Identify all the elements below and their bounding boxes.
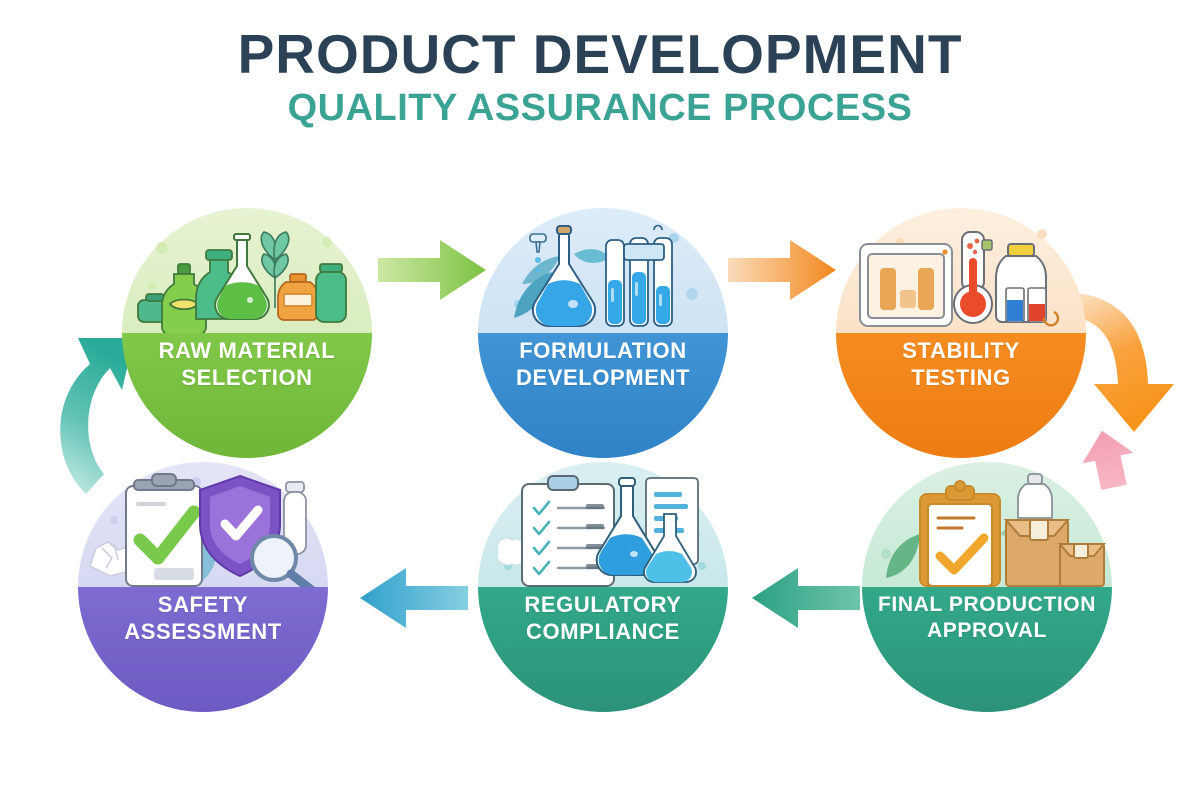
arrow-raw-to-formulation <box>378 234 490 306</box>
stage-stability-testing[interactable]: STABILITY TESTING <box>836 208 1086 458</box>
stage-band <box>478 333 728 458</box>
arrow-formulation-to-stability <box>728 234 840 306</box>
arrow-stability-to-final <box>1052 280 1200 440</box>
stage-regulatory-compliance[interactable]: REGULATORY COMPLIANCE <box>478 462 728 712</box>
stage-band <box>122 333 372 458</box>
stage-band <box>78 587 328 712</box>
stage-raw-material-selection[interactable]: RAW MATERIAL SELECTION <box>122 208 372 458</box>
stage-label: FORMULATION DEVELOPMENT <box>478 338 728 392</box>
stage-label-line1: STABILITY <box>902 338 1020 363</box>
stage-label-line1: RAW MATERIAL <box>158 338 336 363</box>
stage-label: RAW MATERIAL SELECTION <box>122 338 372 392</box>
stage-label-line2: TESTING <box>911 364 1011 390</box>
stage-label-line1: REGULATORY <box>524 592 682 617</box>
stage-final-production-approval[interactable]: FINAL PRODUCTION APPROVAL <box>862 462 1112 712</box>
safety-illustration <box>78 462 328 587</box>
stage-formulation-development[interactable]: FORMULATION DEVELOPMENT <box>478 208 728 458</box>
stage-safety-assessment[interactable]: SAFETY ASSESSMENT <box>78 462 328 712</box>
stage-band <box>862 587 1112 712</box>
stage-band <box>836 333 1086 458</box>
stage-label-line2: SELECTION <box>181 364 313 390</box>
stage-label-line2: APPROVAL <box>927 618 1047 642</box>
arrow-safety-to-raw <box>38 306 170 496</box>
arrow-final-to-regulatory <box>748 562 860 634</box>
raw-material-illustration <box>122 208 372 333</box>
stability-illustration <box>836 208 1086 333</box>
stage-label: SAFETY ASSESSMENT <box>78 592 328 646</box>
stage-label-line2: DEVELOPMENT <box>515 364 691 390</box>
stage-label-line1: FINAL PRODUCTION <box>877 593 1097 616</box>
stage-label-line2: COMPLIANCE <box>526 618 680 644</box>
page-header: PRODUCT DEVELOPMENT QUALITY ASSURANCE PR… <box>0 23 1200 130</box>
stage-label: STABILITY TESTING <box>836 338 1086 392</box>
arrow-regulatory-to-safety <box>356 562 468 634</box>
arrow-highlight-final <box>1078 428 1138 490</box>
stage-label: REGULATORY COMPLIANCE <box>478 592 728 646</box>
regulatory-illustration <box>478 462 728 587</box>
page-title: PRODUCT DEVELOPMENT <box>237 23 963 85</box>
stage-label-line1: FORMULATION <box>519 338 687 363</box>
stage-label-line1: SAFETY <box>157 592 249 617</box>
stage-label-line2: ASSESSMENT <box>124 618 282 644</box>
page-subtitle: QUALITY ASSURANCE PROCESS <box>287 86 913 129</box>
final-production-illustration <box>862 462 1112 587</box>
stage-label: FINAL PRODUCTION APPROVAL <box>862 592 1112 643</box>
formulation-illustration <box>478 208 728 333</box>
stage-band <box>478 587 728 712</box>
